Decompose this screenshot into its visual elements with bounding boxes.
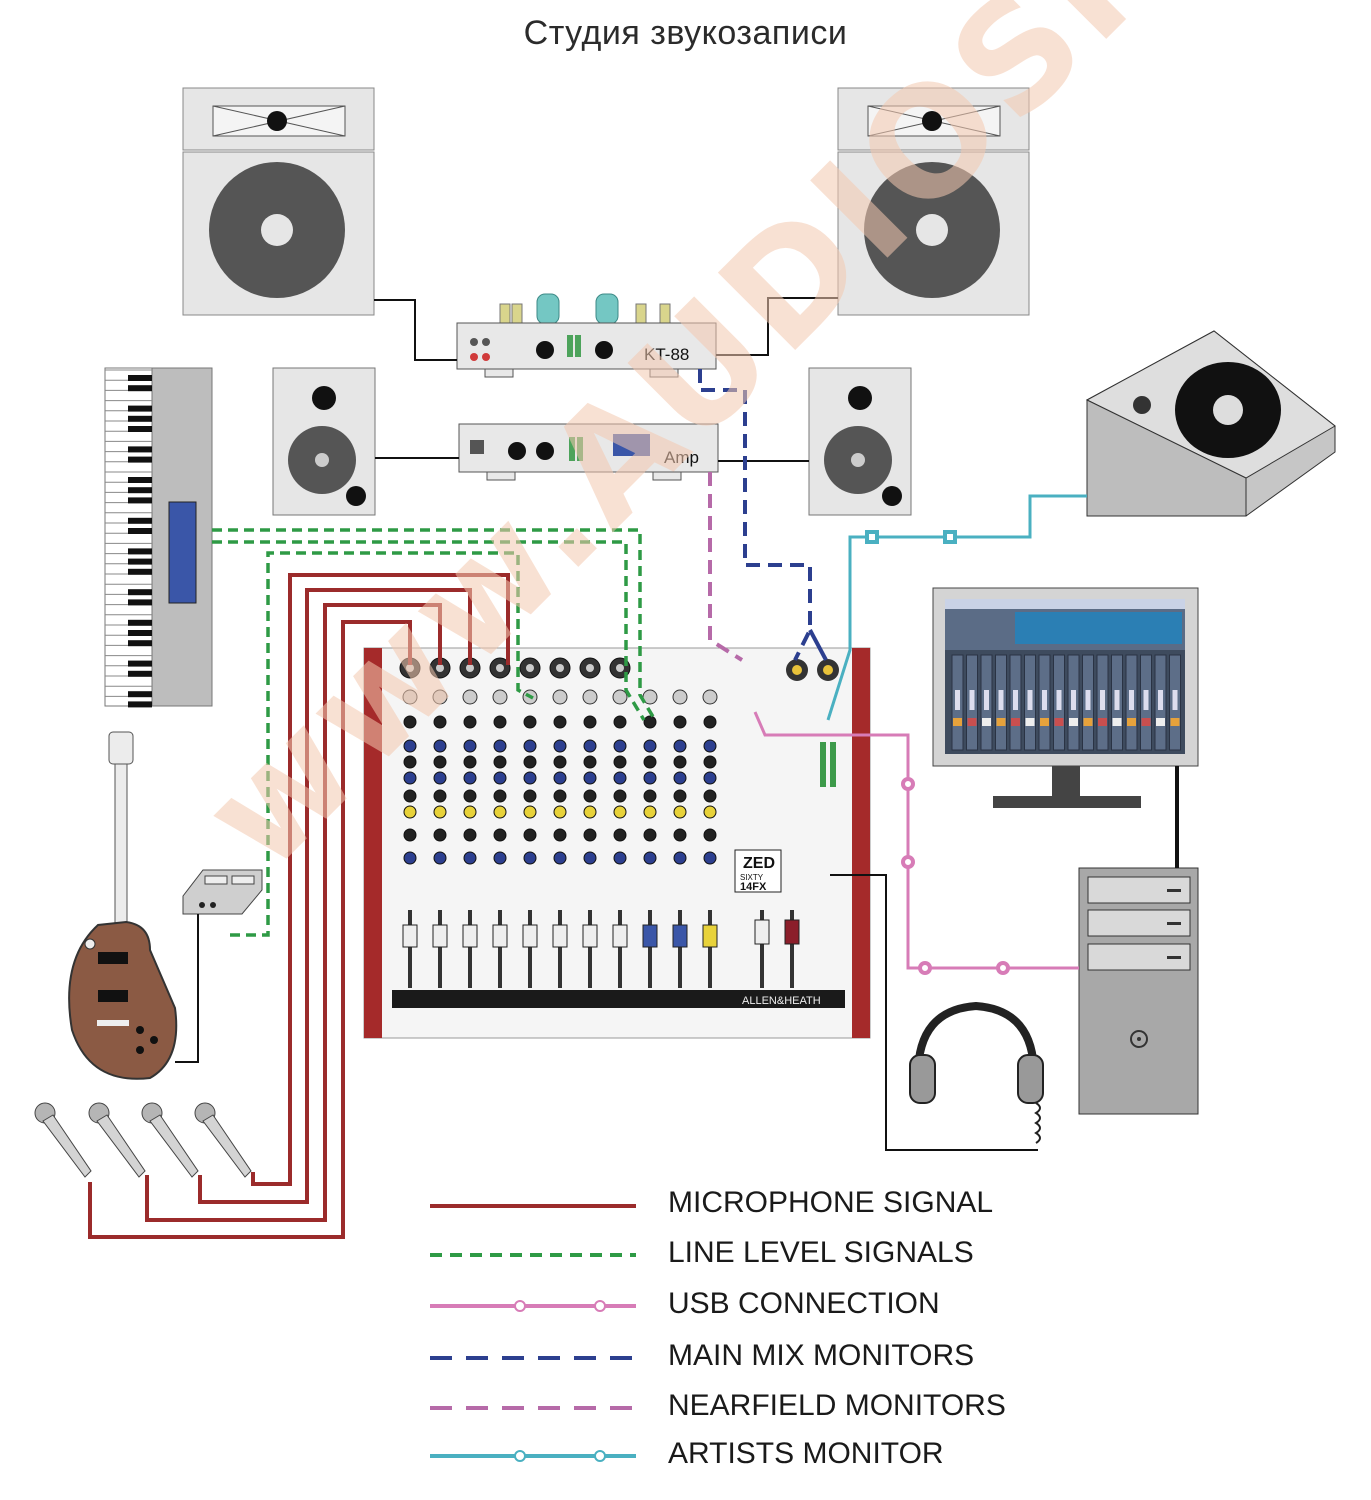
headphones <box>909 1001 1044 1144</box>
output-xlr-jack <box>786 659 808 681</box>
master-fader <box>754 910 770 988</box>
level-meter <box>830 742 836 787</box>
main-speaker-left <box>182 87 375 316</box>
mixer-channel-strip <box>429 657 451 988</box>
microphone <box>88 1102 146 1178</box>
artists-floor-monitor <box>1085 330 1336 517</box>
main-speaker-right <box>837 87 1030 316</box>
nearfield-monitor-right <box>808 367 912 516</box>
microphones <box>34 1102 252 1178</box>
master-fader <box>784 910 800 988</box>
mixer-channel-strip <box>579 657 601 988</box>
legend-artists-monitor: ARTISTS MONITOR <box>668 1437 944 1470</box>
mixer-channel-strip <box>642 689 658 988</box>
mixer-model-3: 14FX <box>740 881 767 893</box>
legend-swatches <box>430 1204 636 1462</box>
amp-label: Amp <box>664 448 699 467</box>
microphone <box>141 1102 199 1178</box>
tube-amplifier <box>456 293 717 378</box>
mixer-channel-strip <box>519 657 541 988</box>
legend-swatch <box>430 1450 636 1462</box>
legend-main-mix-monitors: MAIN MIX MONITORS <box>668 1339 975 1372</box>
legend-nearfield-monitors: NEARFIELD MONITORS <box>668 1389 1006 1422</box>
tube-amp-label: KT-88 <box>644 345 689 364</box>
di-box <box>182 869 263 915</box>
mixer-brand: ALLEN&HEATH <box>742 995 821 1007</box>
mixer-channel-strip <box>549 657 571 988</box>
legend-usb-connection: USB CONNECTION <box>668 1287 940 1320</box>
mixer-channel-strip <box>459 657 481 988</box>
computer-monitor <box>932 587 1199 808</box>
output-xlr-jack <box>817 659 839 681</box>
computer-tower <box>1078 867 1199 1115</box>
mixer-channel-strip <box>609 657 631 988</box>
legend-microphone-signal: MICROPHONE SIGNAL <box>668 1186 994 1219</box>
mixer-channel-strip <box>489 657 511 988</box>
legend-line-level-signals: LINE LEVEL SIGNALS <box>668 1236 974 1269</box>
power-amplifier <box>458 423 719 481</box>
mixer-model-2: SIXTY <box>740 873 764 882</box>
level-meter <box>820 742 826 787</box>
microphone <box>194 1102 252 1178</box>
electric-guitar <box>68 731 178 1080</box>
microphone <box>34 1102 92 1178</box>
mixer-channel-strip <box>702 689 718 988</box>
diagram-title: Студия звукозаписи <box>523 14 848 52</box>
mixer-channel-strip <box>672 689 688 988</box>
cables <box>88 297 1179 1239</box>
mixer-channel-strip <box>399 657 421 988</box>
nearfield-monitor-left <box>272 367 376 516</box>
keyboard-synth <box>104 367 213 708</box>
mixer-model-1: ZED <box>743 855 775 872</box>
legend-swatch <box>430 1300 636 1312</box>
mixer-console <box>363 647 871 1039</box>
